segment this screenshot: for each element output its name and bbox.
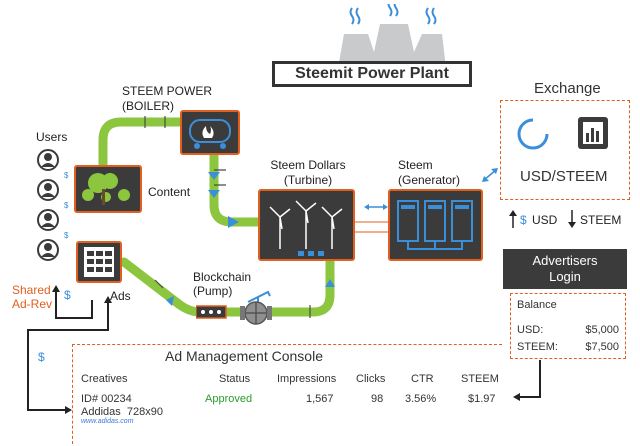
exchange-usd-label: USD [532, 213, 558, 227]
advertisers-login-button[interactable]: Advertisers Login [503, 249, 627, 289]
pump-label: (Pump) [193, 284, 233, 298]
turbine-label: (Turbine) [283, 173, 333, 187]
balance-steem-label: STEEM: [517, 341, 558, 353]
ad-grid-icon [84, 247, 114, 277]
column-header-clicks: Clicks [356, 373, 386, 385]
svg-text:$: $ [64, 231, 69, 240]
exchange-title: Exchange [530, 80, 605, 97]
balance-panel: Balance USD: $5,000 STEEM: $7,500 [510, 293, 626, 359]
column-header-steem: STEEM [461, 373, 499, 385]
wind-turbines-icon [269, 200, 343, 256]
pipe-content-to-boiler [98, 117, 190, 175]
status-badge: Approved [205, 393, 253, 405]
users-icon-group: $ $ $ [37, 149, 69, 261]
creative-name: Addidas 728x90 [81, 406, 163, 418]
generator-node[interactable] [388, 189, 483, 261]
pipe-pump-to-turbine [267, 257, 335, 317]
column-header-impressions: Impressions [277, 373, 337, 385]
exchange-steem-label: STEEM [580, 213, 622, 227]
blockchain-label: Blockchain [193, 270, 252, 284]
ads-label: Ads [110, 289, 131, 303]
ad-link[interactable]: www.adidas.com [81, 418, 134, 425]
user-avatar-icon [37, 149, 59, 171]
boiler-label: (BOILER) [122, 99, 175, 113]
user-avatar-icon [37, 209, 59, 231]
ctr-value: 3.56% [405, 393, 437, 405]
advertisers-login-line1: Advertisers [532, 253, 598, 268]
impressions-value: 1,567 [306, 393, 334, 405]
svg-text:$: $ [64, 171, 69, 180]
steem-power-label: STEEM POWER [122, 84, 213, 98]
generator-label: (Generator) [398, 173, 461, 187]
steem-value: $1.97 [468, 393, 496, 405]
balance-title: Balance [517, 299, 557, 311]
revenue-line-shared [55, 290, 93, 319]
balance-usd-label: USD: [517, 324, 544, 336]
creative-id: ID# 00234 [81, 393, 132, 405]
column-header-status: Status [219, 373, 251, 385]
bar-chart-icon[interactable] [578, 117, 608, 149]
clicks-value: 98 [371, 393, 384, 405]
boiler-node[interactable] [180, 110, 240, 155]
server-racks-icon [397, 200, 473, 250]
dollar-sign-shared: $ [64, 288, 71, 302]
trees-icon [82, 173, 130, 205]
balance-steem-value: $7,500 [585, 341, 619, 353]
content-label: Content [148, 185, 191, 199]
ads-node[interactable] [76, 241, 122, 283]
revenue-line-ads [27, 300, 109, 411]
exchange-pair: USD/STEEM [520, 168, 608, 185]
dollar-sign-revenue: $ [38, 350, 45, 364]
user-avatar-icon [37, 239, 59, 261]
ad-management-console: Ad Management Console Creatives Status I… [72, 344, 502, 444]
pump-icon[interactable] [196, 288, 286, 328]
content-node[interactable] [74, 165, 142, 213]
loading-spinner-icon [517, 118, 549, 150]
advertisers-login-line2: Login [549, 269, 581, 284]
pipe-boiler-to-turbine [209, 145, 267, 227]
exchange-panel [500, 100, 630, 200]
page-title: Steemit Power Plant [272, 61, 472, 87]
pipe-turbine-to-generator [354, 221, 390, 233]
steem-dollars-label: Steem Dollars [270, 158, 346, 172]
revenue-line-console [515, 360, 541, 398]
ad-rev-label: Ad-Rev [12, 297, 53, 311]
shared-label: Shared [12, 283, 51, 297]
svg-text:$: $ [64, 201, 69, 210]
users-label: Users [36, 130, 68, 144]
balance-usd-value: $5,000 [585, 324, 619, 336]
column-header-creatives: Creatives [81, 373, 128, 385]
console-title: Ad Management Console [165, 348, 323, 364]
user-avatar-icon [37, 179, 59, 201]
turbine-node[interactable] [258, 189, 355, 261]
usd-dollar-sign: $ [520, 213, 527, 227]
boiler-tank-icon [189, 119, 231, 149]
steem-label: Steem [398, 158, 433, 172]
power-plant-icon [338, 4, 446, 68]
column-header-ctr: CTR [411, 373, 434, 385]
